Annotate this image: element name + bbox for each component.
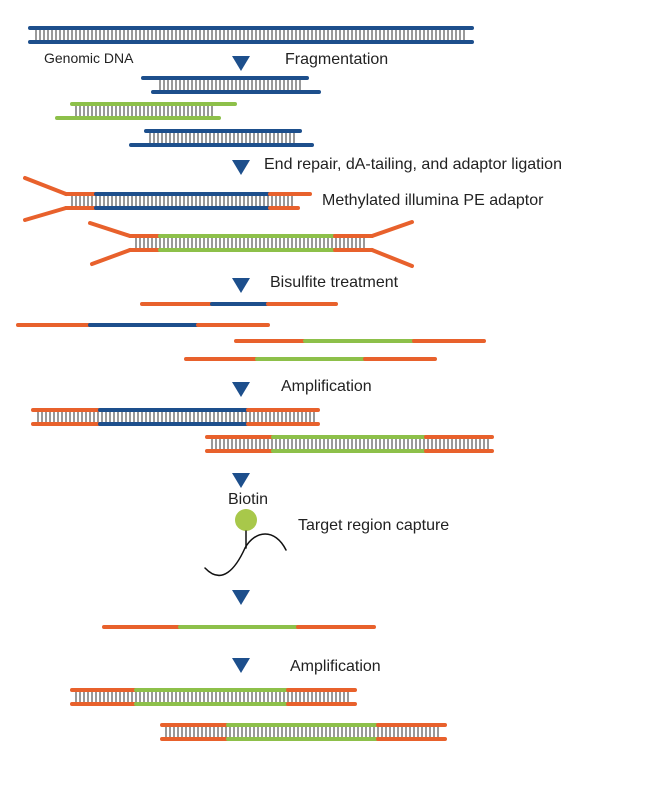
amplicon-1-rungs — [37, 412, 315, 422]
ligated-2-rungs — [135, 238, 365, 248]
step-arrow-4 — [232, 382, 250, 397]
amplicon-2-rungs — [211, 439, 489, 449]
step-arrow-5 — [232, 473, 250, 488]
amplification-1-label: Amplification — [281, 378, 372, 395]
final-amplicon-2-rungs — [165, 727, 439, 737]
adaptor2-fork-right-bottom — [370, 248, 414, 268]
step-arrow-3 — [232, 278, 250, 293]
amplification-2-label: Amplification — [290, 658, 381, 675]
adaptor2-fork-left-bottom — [90, 248, 132, 266]
genomic-dna-label: Genomic DNA — [44, 50, 134, 66]
adaptor2-fork-right-top — [370, 220, 414, 238]
biotin-label: Biotin — [228, 491, 268, 508]
biotin-bead — [235, 509, 257, 531]
genomic-dna-rungs — [35, 30, 465, 40]
capture-label: Target region capture — [298, 517, 449, 534]
adaptor-fork-left-top — [23, 176, 68, 196]
adaptor2-fork-left-top — [88, 221, 132, 238]
fragmentation-label: Fragmentation — [285, 51, 388, 68]
bisulfite-label: Bisulfite treatment — [270, 274, 399, 291]
end-repair-label: End repair, dA-tailing, and adaptor liga… — [264, 156, 562, 173]
step-arrow-6 — [232, 590, 250, 605]
probe-strand — [204, 533, 287, 577]
fragment-2-rungs — [75, 106, 213, 116]
step-arrow-2 — [232, 160, 250, 175]
adaptor-label: Methylated illumina PE adaptor — [322, 192, 544, 209]
fragment-1-rungs — [159, 80, 301, 90]
step-arrow-7 — [232, 658, 250, 673]
adaptor-fork-left-bottom — [23, 206, 68, 222]
fragment-3-rungs — [149, 133, 295, 143]
ligated-1-rungs — [71, 196, 293, 206]
step-arrow-1 — [232, 56, 250, 71]
final-amplicon-1-rungs — [75, 692, 349, 702]
